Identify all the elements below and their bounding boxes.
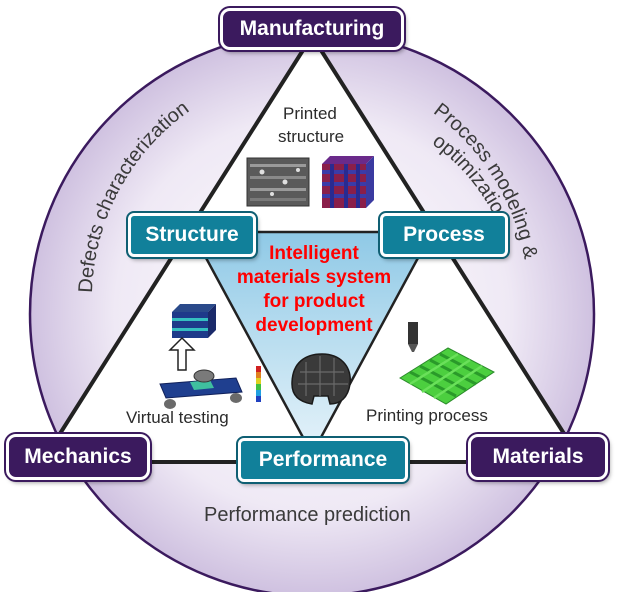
mechanics-label: Mechanics <box>24 445 132 468</box>
printed-structure-label-2: structure <box>278 127 345 146</box>
structure-label: Structure <box>145 223 239 246</box>
performance-prediction-label: Performance prediction <box>204 504 411 526</box>
materials-label: Materials <box>492 445 584 468</box>
center-line-4: development <box>255 315 373 336</box>
inner-triangle <box>189 230 435 457</box>
structure-node: Structure <box>128 213 256 257</box>
materials-node: Materials <box>468 434 608 480</box>
mechanics-node: Mechanics <box>6 434 150 480</box>
lattice-cube-icon <box>322 156 374 208</box>
center-title: Intelligent materials system for product… <box>214 242 414 338</box>
manufacturing-node: Manufacturing <box>220 8 404 50</box>
printing-process-label: Printing process <box>366 406 488 425</box>
color-scale-icon <box>256 366 261 402</box>
up-arrow-icon <box>168 336 196 371</box>
performance-label: Performance <box>258 448 388 471</box>
center-line-1: Intelligent <box>269 243 359 264</box>
bending-test-icon <box>159 369 243 409</box>
virtual-testing-label: Virtual testing <box>126 408 229 427</box>
composite-block-icon <box>172 304 216 338</box>
sem-image-icon <box>246 157 310 207</box>
center-line-3: for product <box>263 291 365 312</box>
printed-structure-label-1: Printed <box>283 104 337 123</box>
printer-nozzle-icon <box>408 322 418 352</box>
center-line-2: materials system <box>236 267 392 288</box>
process-label: Process <box>403 223 485 246</box>
helmet-icon <box>291 353 351 405</box>
printed-grid-icon <box>399 347 495 405</box>
performance-node: Performance <box>238 438 408 482</box>
manufacturing-label: Manufacturing <box>239 17 385 40</box>
process-node: Process <box>380 213 508 257</box>
